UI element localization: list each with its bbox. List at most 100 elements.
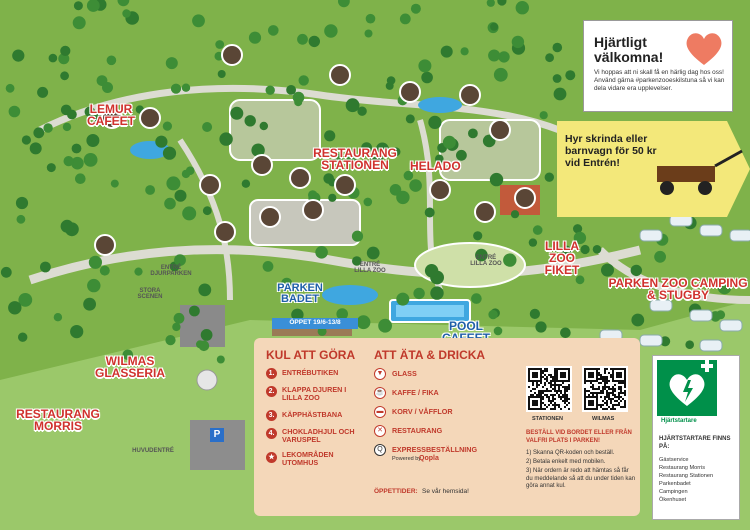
label-helado[interactable]: HELADO [410, 159, 461, 173]
animal-marker[interactable] [334, 174, 356, 196]
camping-hut [639, 334, 663, 347]
label-camping-stugby[interactable]: PARKEN ZOO CAMPING & STUGBY [608, 276, 748, 302]
tree [72, 16, 86, 30]
tree [592, 245, 602, 254]
tree [352, 256, 362, 266]
label-restaurang-morris[interactable]: RESTAURANG MORRIS [16, 407, 100, 433]
camping-hut [719, 319, 743, 332]
tree [601, 263, 614, 277]
fun-item-1: ENTRÉBUTIKEN [282, 368, 339, 377]
animal-marker[interactable] [489, 119, 511, 141]
tree [181, 83, 191, 92]
tree [580, 244, 590, 255]
order-step-2: 2) Betala enkelt med mobilen. [526, 459, 606, 465]
aed-location: Ökenhuset [659, 497, 687, 503]
animal-marker[interactable] [514, 187, 536, 209]
tree [166, 176, 181, 191]
tree [8, 301, 22, 315]
tree [529, 308, 541, 319]
tree [532, 225, 543, 235]
tree [198, 340, 210, 352]
parkenbadet-dates: ÖPPET 19/6-13/8 [272, 318, 358, 329]
label-wilmas-glasseria[interactable]: WILMAS GLASSERIA [94, 354, 165, 380]
tree [356, 315, 371, 330]
tree [18, 293, 33, 307]
aed-sign [657, 360, 717, 416]
heart-icon [686, 33, 722, 65]
tree [60, 219, 74, 233]
animal-marker[interactable] [214, 221, 236, 243]
tree [503, 253, 517, 267]
tree [241, 179, 251, 188]
hours-label: ÖPPETTIDER: [374, 488, 418, 495]
main-road [28, 245, 642, 285]
aed-location: Campingen [659, 489, 688, 495]
tree [396, 292, 410, 306]
label-lemur-cafeet[interactable]: LEMUR CAFEET [87, 102, 135, 128]
animal-marker[interactable] [251, 154, 273, 176]
tree [102, 82, 113, 93]
label-entre-lilla-zoo-2: ENTRÉ LILLA ZOO [470, 255, 502, 267]
tree [244, 115, 256, 127]
tree [345, 98, 360, 113]
label-parkenbadet[interactable]: PARKEN BADET [277, 282, 323, 305]
tree [409, 179, 422, 192]
tree [18, 332, 28, 342]
tree [428, 115, 442, 129]
aed-location: Restaurang Stationen [659, 473, 714, 479]
tree [544, 172, 554, 182]
aed-location: Parkenbadet [659, 481, 691, 487]
camping-road [597, 247, 750, 304]
qr-label-stationen: STATIONEN [532, 416, 563, 422]
tree [308, 190, 318, 200]
tree [99, 265, 110, 276]
label-restaurang-stationen[interactable]: RESTAURANG STATIONEN [313, 146, 397, 172]
animal-marker[interactable] [221, 44, 243, 66]
camping-hut [699, 224, 723, 237]
tree [155, 135, 168, 148]
tree [511, 35, 525, 49]
welcome-box: Hjärtligt välkomna! Vi hoppas att ni ska… [583, 20, 733, 112]
tree [498, 51, 510, 63]
tree [317, 326, 327, 336]
aed-title: HJÄRTSTARTARE FINNS PÅ: [659, 436, 731, 450]
tree [83, 297, 96, 311]
animal-marker[interactable] [289, 167, 311, 189]
express-order-icon: Q [374, 444, 386, 456]
tree [88, 255, 102, 269]
animal-marker[interactable] [429, 179, 451, 201]
tree [248, 31, 262, 44]
animal-marker[interactable] [199, 174, 221, 196]
label-entre-lilla-zoo: ENTRÉ LILLA ZOO [354, 262, 386, 274]
animal-marker[interactable] [302, 199, 324, 221]
animal-marker[interactable] [459, 84, 481, 106]
animal-marker[interactable] [474, 201, 496, 223]
tree [324, 130, 336, 142]
tree [324, 24, 338, 38]
animal-marker[interactable] [329, 64, 351, 86]
label-huvudentre: HUVUDENTRÉ [132, 448, 174, 454]
fun-item-5: LEKOMRÅDEN UTOMHUS [282, 450, 334, 467]
label-lilla-zoo-fiket[interactable]: LILLA ZOO FIKET [544, 239, 580, 277]
qr-code-stationen[interactable] [526, 366, 572, 412]
tree [200, 329, 213, 341]
fun-item-2: KLAPPA DJUREN I LILLA ZOO [282, 385, 347, 402]
camping-hut [689, 309, 713, 322]
eat-item-restaurang: RESTAURANG [392, 426, 443, 435]
tree [117, 0, 130, 7]
qr-code-wilmas[interactable] [582, 366, 628, 412]
tree [43, 123, 53, 133]
animal-marker[interactable] [399, 81, 421, 103]
order-step-1: 1) Skanna QR-koden och beställ. [526, 450, 615, 456]
animal-marker[interactable] [101, 107, 123, 129]
tree [75, 173, 86, 184]
animal-marker[interactable] [259, 206, 281, 228]
tree [365, 13, 376, 24]
tree [297, 33, 308, 45]
tree [298, 75, 309, 86]
tree [357, 106, 367, 116]
camping-hut [729, 229, 750, 242]
animal-marker[interactable] [94, 234, 116, 256]
tree [12, 49, 25, 62]
animal-marker[interactable] [139, 107, 161, 129]
